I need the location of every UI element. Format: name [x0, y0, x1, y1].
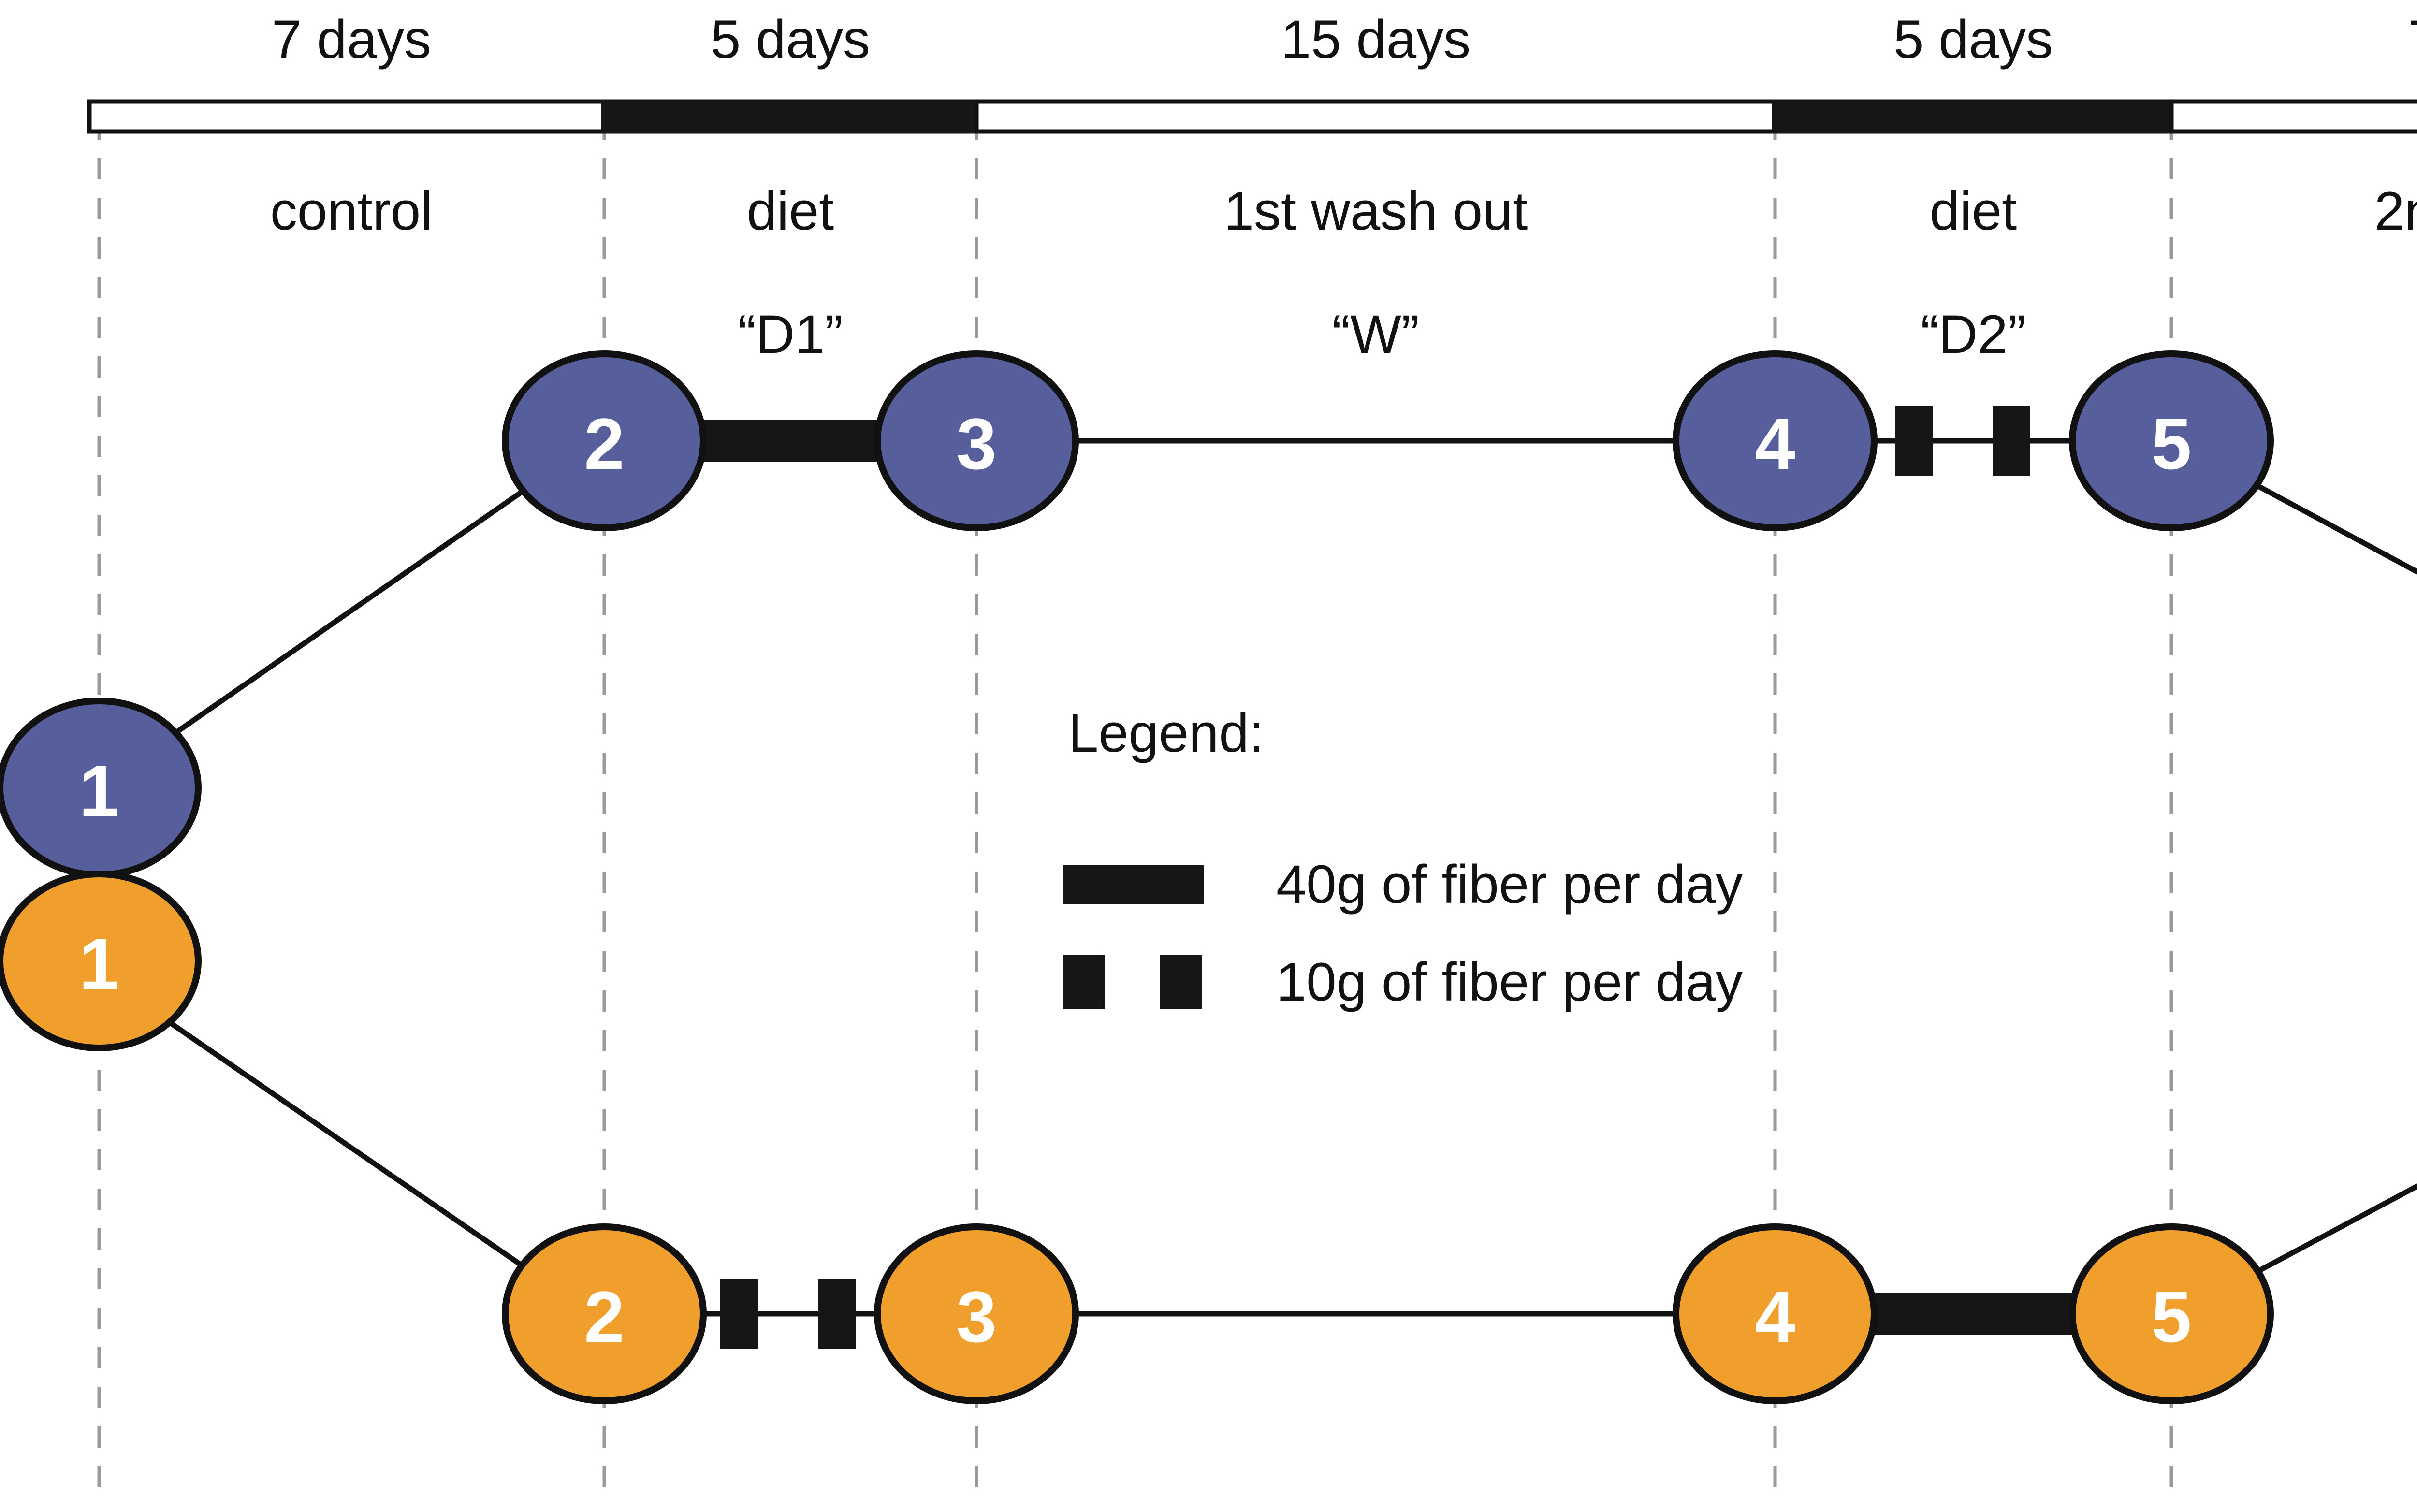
duration-labels: 7 days 5 days 15 days 5 days 7 days: [272, 9, 2417, 70]
node-orange-5[interactable]: 5: [2069, 1223, 2274, 1404]
node-blue-2[interactable]: 2: [502, 350, 707, 531]
node-blue-5[interactable]: 5: [2069, 350, 2274, 531]
edge-orange-2-3-10g-square-2: [818, 1279, 856, 1349]
timeline-segment-diet1: [601, 99, 980, 134]
timeline-segment-washout1: [974, 99, 1778, 134]
legend-title: Legend:: [1068, 703, 1264, 763]
node-blue-5-circle[interactable]: [2069, 350, 2274, 531]
phase-label-diet2: diet: [1930, 181, 2017, 241]
timeline-segment-diet2: [1772, 99, 2175, 134]
node-blue-2-circle[interactable]: [502, 350, 707, 531]
edge-blue-1-2: [143, 464, 560, 756]
node-orange-4-label: 4: [1755, 1276, 1795, 1357]
edge-blue-4-5-10g-square-2: [1993, 406, 2030, 476]
timeline-segment-washout2: [2169, 99, 2417, 134]
node-blue-1[interactable]: 1: [0, 698, 202, 878]
node-orange-3-circle[interactable]: [874, 1223, 1079, 1404]
legend-swatch-10g-square-2: [1160, 955, 1202, 1009]
legend-label-40g: 40g of fiber per day: [1276, 854, 1743, 915]
phase-code-d1: “D1”: [738, 304, 843, 364]
legend-label-10g: 10g of fiber per day: [1276, 952, 1743, 1012]
timeline-segment-control: [87, 99, 607, 134]
duration-label-control: 7 days: [272, 9, 431, 70]
node-orange-5-circle[interactable]: [2069, 1223, 2274, 1404]
node-orange-1-circle[interactable]: [0, 871, 202, 1051]
node-blue-3[interactable]: 3: [874, 350, 1079, 531]
phase-code-d2: “D2”: [1921, 304, 2026, 364]
phase-label-washout1: 1st wash out: [1224, 181, 1528, 241]
phase-name-labels: control diet 1st wash out diet 2nd wash …: [270, 181, 2417, 241]
node-blue-4-label: 4: [1755, 403, 1795, 484]
duration-label-diet2: 5 days: [1893, 9, 2053, 70]
node-orange-2-label: 2: [584, 1276, 624, 1357]
phase-label-control: control: [270, 181, 433, 241]
node-orange-2-circle[interactable]: [502, 1223, 707, 1404]
phase-code-labels: “D1” “W” “D2”: [738, 304, 2026, 364]
duration-label-diet1: 5 days: [711, 9, 870, 70]
node-blue-4-circle[interactable]: [1673, 350, 1878, 531]
node-blue-3-circle[interactable]: [874, 350, 1079, 531]
node-orange-1[interactable]: 1: [0, 871, 202, 1051]
duration-label-washout2: 7 days: [2408, 9, 2417, 70]
duration-label-washout1: 15 days: [1281, 9, 1471, 70]
legend: Legend: 40g of fiber per day 10g of fibe…: [1063, 703, 1743, 1012]
edge-blue-4-5-10g-square-1: [1895, 406, 1933, 476]
node-orange-3-label: 3: [956, 1276, 996, 1357]
arm-blue: 1 2 3 4 5 6: [0, 350, 2417, 878]
node-orange-4[interactable]: 4: [1673, 1223, 1878, 1404]
edge-orange-2-3-10g-square-1: [720, 1279, 758, 1349]
node-blue-4[interactable]: 4: [1673, 350, 1878, 531]
node-orange-3[interactable]: 3: [874, 1223, 1079, 1404]
edge-orange-1-2: [143, 1003, 560, 1293]
legend-swatch-40g-bar: [1063, 865, 1204, 904]
node-orange-2[interactable]: 2: [502, 1223, 707, 1404]
node-orange-5-label: 5: [2151, 1276, 2191, 1357]
node-orange-4-circle[interactable]: [1673, 1223, 1878, 1404]
node-blue-1-label: 1: [79, 750, 119, 831]
phase-label-diet1: diet: [747, 181, 834, 241]
node-blue-2-label: 2: [584, 403, 624, 484]
node-blue-3-label: 3: [956, 403, 996, 484]
node-orange-1-label: 1: [79, 923, 119, 1004]
arm-orange: 1 2 3 4 5 6: [0, 871, 2417, 1404]
edge-blue-5-6: [2220, 464, 2417, 575]
phase-label-washout2: 2nd wash out: [2374, 181, 2417, 241]
timeline-bar: [87, 99, 2417, 134]
phase-code-w: “W”: [1332, 304, 1419, 364]
node-blue-5-label: 5: [2151, 403, 2191, 484]
legend-swatch-10g-square-1: [1063, 955, 1105, 1009]
edge-orange-5-6: [2220, 1183, 2417, 1293]
